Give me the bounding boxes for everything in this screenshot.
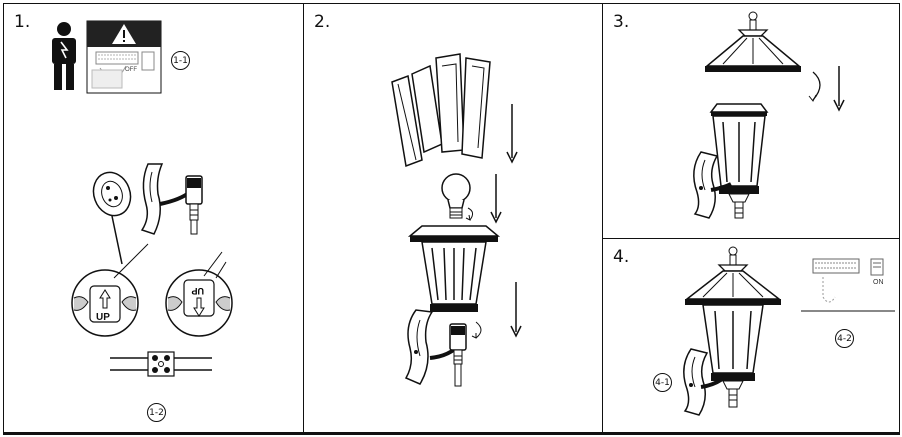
callout-4-1: 4-1: [653, 373, 672, 392]
lantern-body-icon: [693, 103, 769, 219]
divider-3: [602, 238, 899, 239]
off-label: OFF: [125, 67, 137, 73]
divider-2: [602, 3, 603, 433]
on-label: ON: [873, 279, 884, 286]
step-4-panel: 4. ON 4-2: [603, 239, 899, 432]
svg-text:UP: UP: [191, 286, 204, 296]
step-3-panel: 3.: [603, 4, 899, 238]
step-1-panel: 1. OFF 1-1: [4, 4, 303, 432]
step-3-number: 3.: [613, 12, 630, 32]
frame-left: [3, 3, 4, 433]
down-arrow-icon-2: [490, 174, 502, 224]
step-2-panel: 2.: [304, 4, 602, 432]
down-arrow-icon-3: [510, 282, 522, 338]
power-on-panel-icon: [801, 258, 895, 312]
orientation-detail-right: UP: [165, 251, 233, 337]
lantern-housing-icon: [407, 225, 501, 312]
lantern-roof-icon: [704, 11, 802, 72]
bracket-socket-icon: [404, 309, 482, 387]
power-off-warning-icon: [86, 20, 162, 94]
frame-top: [3, 3, 900, 4]
callout-1-1: 1-1: [171, 51, 190, 70]
divider-1: [303, 3, 304, 433]
callout-4-2: 4-2: [835, 329, 854, 348]
light-bulb-icon: [441, 173, 474, 221]
callout-1-2: 1-2: [147, 403, 166, 422]
step-1-number: 1.: [14, 12, 31, 32]
orientation-detail-left: [71, 243, 149, 337]
up-label: UP: [96, 312, 110, 323]
wall-mount-assembly-icon: [92, 163, 203, 265]
frame-right: [899, 3, 900, 433]
electrician-icon: [52, 22, 76, 90]
rotate-arrow-icon: [808, 71, 821, 102]
step-2-number: 2.: [314, 12, 331, 32]
glass-panes-icon: [391, 53, 491, 168]
assembled-lantern-icon: [683, 246, 782, 416]
step-4-number: 4.: [613, 247, 630, 267]
down-arrow-icon: [506, 104, 518, 164]
down-arrow-icon-4: [833, 66, 845, 112]
terminal-block-icon: [110, 351, 212, 377]
frame-bottom: [3, 432, 900, 435]
